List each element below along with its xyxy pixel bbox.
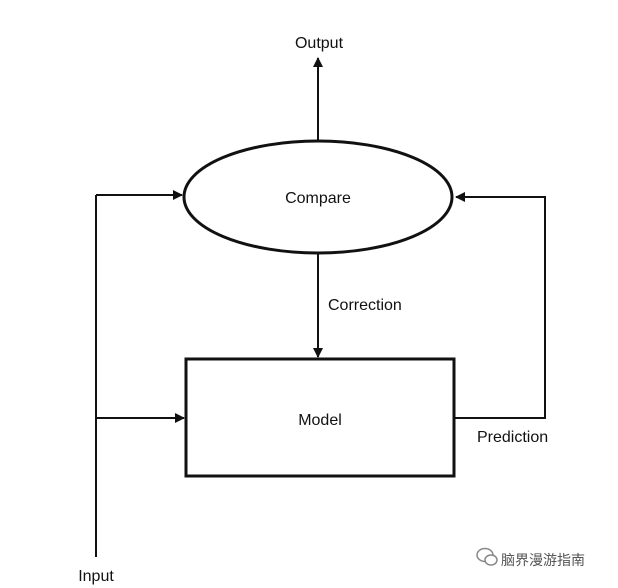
model-label: Model xyxy=(298,412,342,429)
input-label: Input xyxy=(78,568,114,585)
prediction-arrow xyxy=(454,192,546,419)
model-node xyxy=(184,357,456,478)
wechat-icon xyxy=(476,547,498,566)
prediction-label: Prediction xyxy=(477,429,548,446)
watermark-text: 脑界漫游指南 xyxy=(501,553,585,569)
compare-label: Compare xyxy=(285,190,351,207)
correction-label: Correction xyxy=(328,297,402,314)
output-label: Output xyxy=(295,35,344,52)
